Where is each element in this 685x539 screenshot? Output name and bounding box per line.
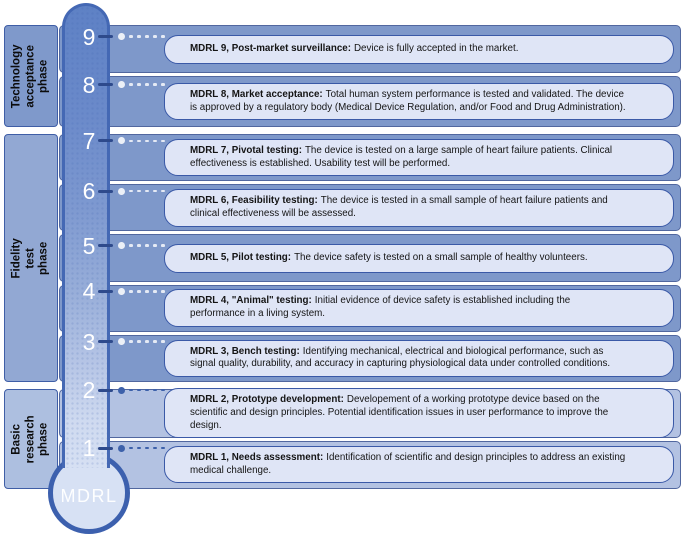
connector-dot xyxy=(117,33,125,40)
phase-rows: 2 MDRL 2, Prototype development:Develope… xyxy=(59,379,681,489)
thermometer-tube xyxy=(62,3,110,468)
connector-dot xyxy=(117,137,125,145)
mdrl-box-9: 9 MDRL 9, Post-market surveillance:Devic… xyxy=(83,25,674,64)
box-desc: The device is tested on a large sample o… xyxy=(190,144,613,169)
box-title: MDRL 3, Bench testing: xyxy=(190,345,300,357)
phase-basic-research: Basic research phase 2 MDRL 2, Prototype… xyxy=(4,379,681,489)
mdrl-row-1: 1 MDRL 1, Needs assessment:Identificatio… xyxy=(59,437,681,489)
dotted-line xyxy=(128,290,166,293)
box-desc: Device is fully accepted in the market. xyxy=(353,42,519,54)
connector-dot xyxy=(117,187,125,195)
box-desc: Identifying mechanical, electrical and b… xyxy=(190,345,611,370)
mdrl-box-3: 3 MDRL 3, Bench testing:Identifying mech… xyxy=(83,330,674,378)
mdrl-row-9: 9 MDRL 9, Post-market surveillance:Devic… xyxy=(59,25,681,73)
phase-label-text: Basic research phase xyxy=(10,415,50,463)
phase-rows: 7 MDRL 7, Pivotal testing:The device is … xyxy=(59,129,681,382)
dotted-line xyxy=(128,446,166,450)
mdrl-row-8: 8 MDRL 8, Market acceptance:Total human … xyxy=(59,73,681,127)
mdrl-box-4: 4 MDRL 4, "Animal" testing:Initial evide… xyxy=(83,280,674,327)
box-title: MDRL 2, Prototype development: xyxy=(190,394,344,406)
mdrl-box-2: 2 MDRL 2, Prototype development:Develope… xyxy=(83,379,674,439)
connector-dot xyxy=(117,242,125,249)
box-title: MDRL 7, Pivotal testing: xyxy=(190,144,302,156)
box-desc: Initial evidence of device safety is est… xyxy=(190,295,571,320)
mdrl-row-2: 2 MDRL 2, Prototype development:Develope… xyxy=(59,379,681,439)
phase-label-fidelity-test: Fidelity test phase xyxy=(4,134,58,382)
box-text: MDRL 9, Post-market surveillance:Device … xyxy=(190,43,627,56)
box-desc: Total human system performance is tested… xyxy=(190,88,626,113)
connector-dot xyxy=(117,386,125,394)
dotted-line xyxy=(128,388,166,392)
box-title: MDRL 4, "Animal" testing: xyxy=(190,295,312,307)
box-text: MDRL 6, Feasibility testing:The device i… xyxy=(190,195,627,220)
phase-label-text: Fidelity test phase xyxy=(10,237,50,279)
connector-dot xyxy=(117,338,125,346)
mdrl-row-7: 7 MDRL 7, Pivotal testing:The device is … xyxy=(59,129,681,182)
box-text: MDRL 3, Bench testing:Identifying mechan… xyxy=(190,346,627,371)
mdrl-row-3: 3 MDRL 3, Bench testing:Identifying mech… xyxy=(59,330,681,382)
box-desc: The device is tested in a small sample o… xyxy=(190,195,608,219)
box-title: MDRL 8, Market acceptance: xyxy=(190,88,323,100)
phase-fidelity-test: Fidelity test phase 7 MDRL 7, Pivotal te… xyxy=(4,129,681,382)
mdrl-row-4: 4 MDRL 4, "Animal" testing:Initial evide… xyxy=(59,280,681,332)
box-text: MDRL 8, Market acceptance:Total human sy… xyxy=(190,89,627,114)
box-title: MDRL 9, Post-market surveillance: xyxy=(190,42,351,54)
mdrl-box-7: 7 MDRL 7, Pivotal testing:The device is … xyxy=(83,129,674,177)
mdrl-box-1: 1 MDRL 1, Needs assessment:Identificatio… xyxy=(83,437,674,484)
box-title: MDRL 1, Needs assessment: xyxy=(190,452,324,464)
box-text: MDRL 2, Prototype development:Developeme… xyxy=(190,394,627,432)
phase-label-basic-research: Basic research phase xyxy=(4,389,58,489)
box-desc: Developement of a working prototype devi… xyxy=(190,394,609,431)
mdrl-box-6: 6 MDRL 6, Feasibility testing:The device… xyxy=(83,180,674,227)
dotted-line xyxy=(128,35,166,38)
box-desc: Identification of scientific and design … xyxy=(190,452,626,476)
dotted-line xyxy=(128,83,166,87)
mdrl-box-8: 8 MDRL 8, Market acceptance:Total human … xyxy=(83,73,674,121)
dotted-line xyxy=(128,340,166,343)
box-title: MDRL 5, Pilot testing: xyxy=(190,251,292,263)
box-text: MDRL 5, Pilot testing:The device safety … xyxy=(190,252,627,265)
connector-dot xyxy=(117,287,125,295)
mdrl-box-5: 5 MDRL 5, Pilot testing:The device safet… xyxy=(83,234,674,273)
phase-rows: 9 MDRL 9, Post-market surveillance:Devic… xyxy=(59,25,681,127)
phase-label-technology-acceptance: Technology acceptance phase xyxy=(4,25,58,127)
thermometer-scale-label: MDRL xyxy=(60,485,118,506)
box-text: MDRL 7, Pivotal testing:The device is te… xyxy=(190,145,627,170)
connector-dot xyxy=(117,81,125,89)
dotted-line xyxy=(128,139,166,143)
box-title: MDRL 6, Feasibility testing: xyxy=(190,195,318,207)
dotted-line xyxy=(128,189,166,193)
connector-dot xyxy=(117,444,125,452)
dotted-line xyxy=(128,244,166,247)
box-text: MDRL 1, Needs assessment:Identification … xyxy=(190,452,627,477)
box-text: MDRL 4, "Animal" testing:Initial evidenc… xyxy=(190,295,627,320)
mdrl-row-6: 6 MDRL 6, Feasibility testing:The device… xyxy=(59,180,681,232)
mdrl-row-5: 5 MDRL 5, Pilot testing:The device safet… xyxy=(59,234,681,282)
phase-technology-acceptance: Technology acceptance phase 9 MDRL 9, Po… xyxy=(4,25,681,127)
phase-label-text: Technology acceptance phase xyxy=(10,44,50,108)
box-desc: The device safety is tested on a small s… xyxy=(294,251,588,263)
